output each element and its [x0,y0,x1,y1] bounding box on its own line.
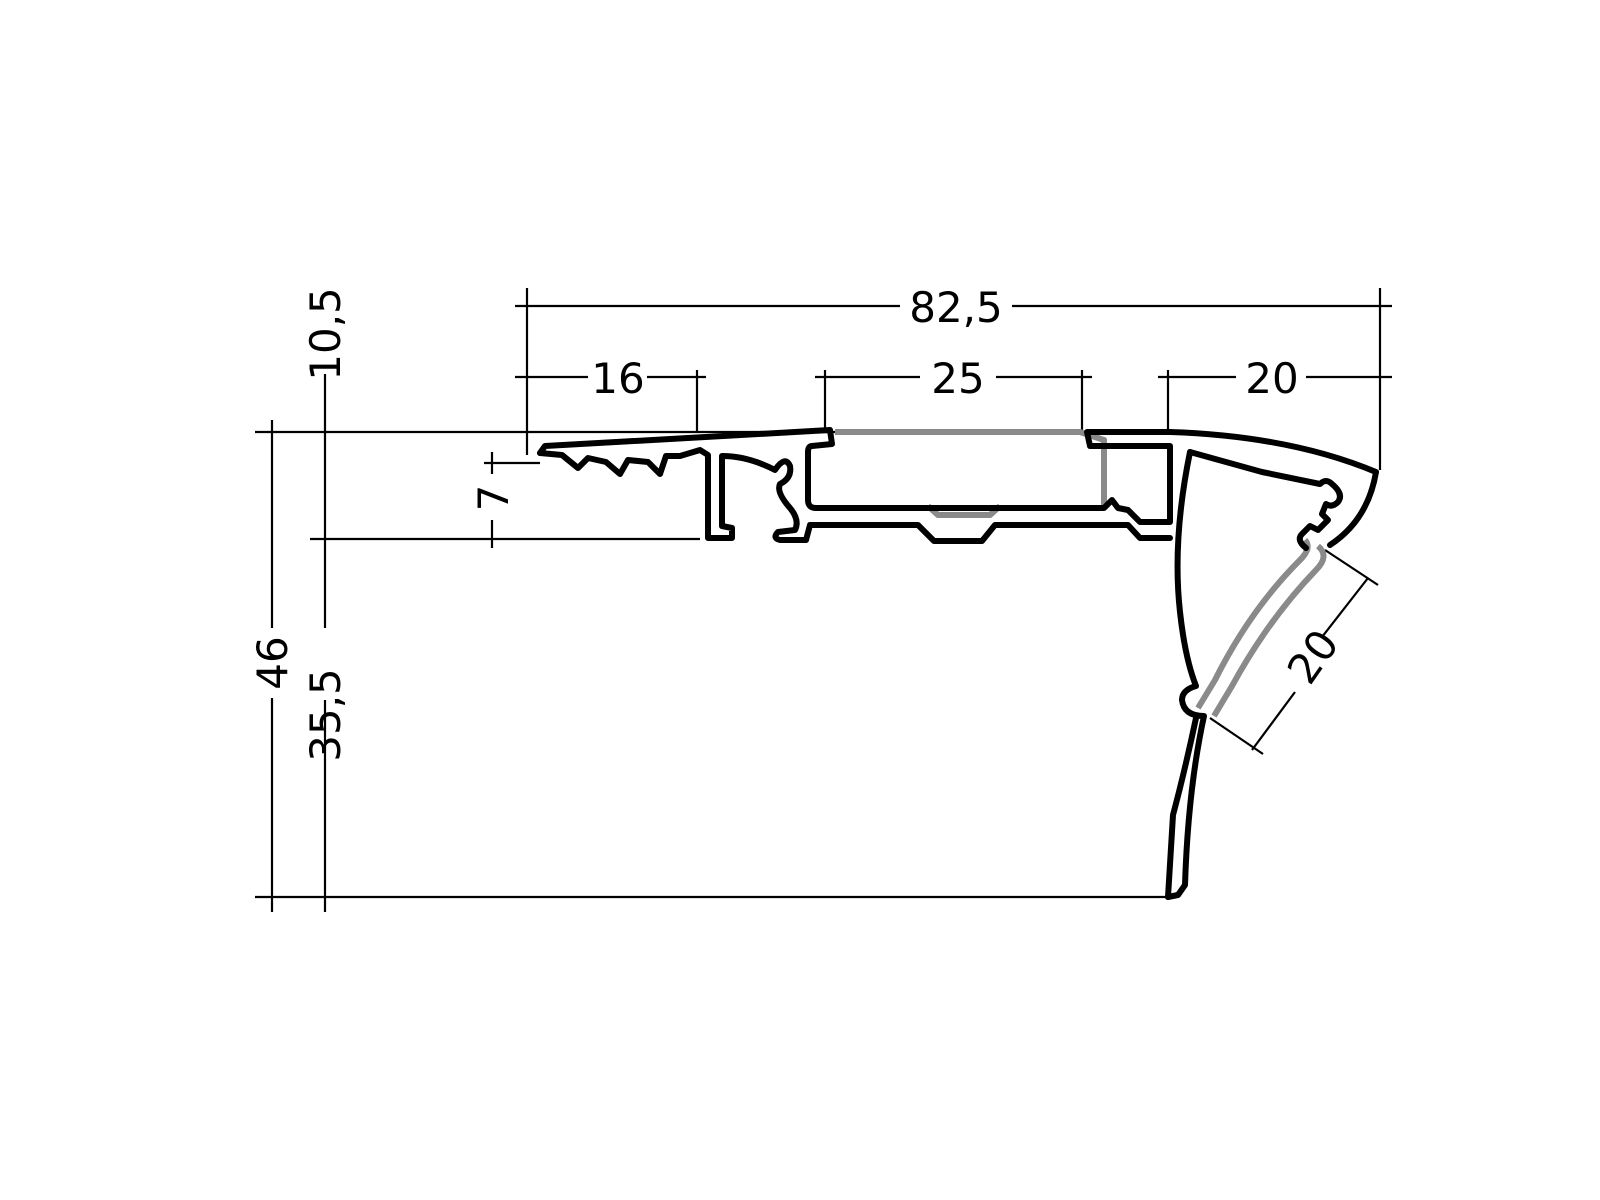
label-nose-height: 35,5 [301,668,350,762]
label-nose-width: 20 [1245,354,1298,403]
dimension-grip-depth: 7 [469,452,540,548]
label-insert-channel-width: 25 [931,354,984,403]
dimension-nose-height: 35,5 [301,537,700,912]
label-top-thickness: 10,5 [301,287,350,381]
dimension-nose-insert-width: 20 [1209,549,1379,755]
dimension-grip-width: 16 [515,354,706,432]
profile-outline [537,427,1379,900]
dimension-overall-width: 82,5 [515,283,1392,470]
label-overall-width: 82,5 [909,283,1003,332]
dimension-insert-channel-width: 25 [815,354,1092,432]
label-overall-height: 46 [248,636,297,689]
label-grip-width: 16 [591,354,644,403]
dimension-top-thickness: 10,5 [301,287,350,628]
label-nose-insert-width: 20 [1278,621,1349,693]
insert-strips [835,429,1327,718]
dimension-nose-width: 20 [1158,354,1392,432]
dimension-overall-height: 46 [248,420,1170,912]
label-grip-depth: 7 [469,485,518,512]
